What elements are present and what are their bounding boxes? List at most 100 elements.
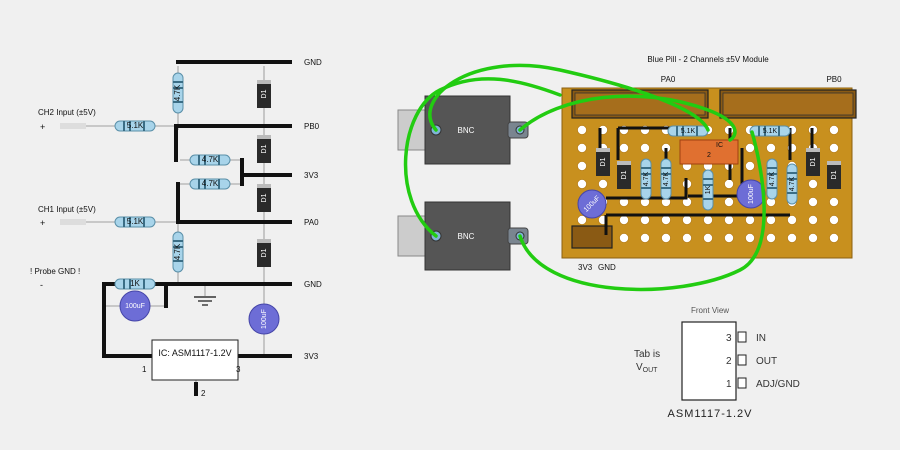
board-r4k7-d-label: 4.7K xyxy=(789,176,796,191)
board-hole xyxy=(682,233,692,243)
board-ic-pin: 2 xyxy=(707,152,711,159)
board-hole xyxy=(577,161,587,171)
board-hole xyxy=(724,215,734,225)
rail-label-3v3-bottom: 3V3 xyxy=(304,352,319,361)
board-hole xyxy=(724,197,734,207)
board-hole xyxy=(745,233,755,243)
jumper-wire-3 xyxy=(403,77,562,238)
pin-3-number: 3 xyxy=(726,333,732,344)
label-cap-2: 100uF xyxy=(261,309,268,329)
label-r5k1-ch1: 5.1K xyxy=(127,217,144,226)
label-d1-d: D1 xyxy=(261,248,268,257)
board-d1-c: D1 xyxy=(810,157,817,166)
board-r1k-label: 1K xyxy=(705,185,712,194)
rail-label-pa0: PA0 xyxy=(304,218,319,227)
power-header xyxy=(571,225,613,249)
board-hole xyxy=(598,179,608,189)
tab-note-line2: VOUT xyxy=(636,362,658,374)
ch2-input-label: CH2 Input (±5V) xyxy=(38,108,96,117)
ch1-input-label: CH1 Input (±5V) xyxy=(38,205,96,214)
board-hole xyxy=(766,233,776,243)
pin-2-name: OUT xyxy=(756,356,777,367)
board-hole xyxy=(808,233,818,243)
bnc-bottom-label: BNC xyxy=(458,232,475,241)
board-hole xyxy=(829,143,839,153)
power-gnd-label: GND xyxy=(598,263,616,272)
board-hole xyxy=(619,143,629,153)
board-hole xyxy=(766,215,776,225)
label-cap-1: 100uF xyxy=(125,303,145,310)
board-d1-d: D1 xyxy=(831,170,838,179)
package-body xyxy=(681,321,737,401)
ic-pin-1: 1 xyxy=(142,365,147,374)
board-hole xyxy=(682,215,692,225)
ic-pin-2: 2 xyxy=(201,389,206,398)
board-r5k1-a-label: 5.1K xyxy=(681,128,696,135)
board-r5k1-b-label: 5.1K xyxy=(763,128,778,135)
board-hole xyxy=(724,179,734,189)
pin-1-number: 1 xyxy=(726,379,732,390)
board-hole xyxy=(703,233,713,243)
label-r1k: 1K xyxy=(130,279,140,288)
board-hole xyxy=(661,215,671,225)
board-d1-b: D1 xyxy=(621,170,628,179)
board-hole xyxy=(787,233,797,243)
board-hole xyxy=(787,215,797,225)
board-hole xyxy=(829,125,839,135)
board-hole xyxy=(808,215,818,225)
bnc-connector-top: BNC xyxy=(397,95,529,165)
stripboard-layout: Blue Pill - 2 Channels ±5V Module PA0 PB… xyxy=(397,55,857,292)
ch1-plus: + xyxy=(40,218,45,228)
capacitor-2 xyxy=(248,303,280,335)
board-d1-a: D1 xyxy=(600,157,607,166)
board-hole xyxy=(577,143,587,153)
board-r4k7-b-label: 4.7K xyxy=(663,171,670,186)
board-ic xyxy=(679,139,739,165)
board-hole xyxy=(640,143,650,153)
power-3v3-label: 3V3 xyxy=(578,263,593,272)
board-hole xyxy=(703,215,713,225)
label-r4k7-bottom: 4.7K xyxy=(173,243,182,260)
board-hole xyxy=(619,215,629,225)
label-d1-a: D1 xyxy=(261,89,268,98)
regulator-ic xyxy=(151,339,239,381)
header-right-label: PB0 xyxy=(826,75,842,84)
board-hole xyxy=(619,233,629,243)
board-hole xyxy=(661,233,671,243)
board-hole xyxy=(829,215,839,225)
tab-note-line1: Tab is xyxy=(634,349,660,360)
ground-icon xyxy=(194,296,216,306)
label-d1-c: D1 xyxy=(261,193,268,202)
board-hole xyxy=(829,233,839,243)
board-hole xyxy=(829,197,839,207)
ic-pin-3: 3 xyxy=(236,365,241,374)
rail-label-3v3-top: 3V3 xyxy=(304,171,319,180)
board-hole xyxy=(745,215,755,225)
jumper-wire-2 xyxy=(518,94,737,142)
board-capacitor-1 xyxy=(577,189,607,219)
board-hole xyxy=(766,143,776,153)
pin-3-name: IN xyxy=(756,333,766,344)
board-hole xyxy=(724,233,734,243)
bnc-top-label: BNC xyxy=(458,126,475,135)
label-d1-b: D1 xyxy=(261,144,268,153)
rail-label-gnd-bottom: GND xyxy=(304,280,322,289)
rail-label-gnd-top: GND xyxy=(304,58,322,67)
board-hole xyxy=(577,179,587,189)
board-hole xyxy=(808,197,818,207)
capacitor-1 xyxy=(119,290,151,322)
label-r4k7-mid: 4.7K xyxy=(202,155,219,164)
jumper-wire-1 xyxy=(428,63,710,132)
label-r4k7-top: 4.7K xyxy=(173,84,182,101)
probe-minus: - xyxy=(40,280,43,290)
header-left-label: PA0 xyxy=(661,75,676,84)
board-ic-label: IC xyxy=(716,142,723,149)
label-r5k1-ch2: 5.1K xyxy=(127,121,144,130)
package-pinout: Front View 3 2 1 IN OUT ADJ/GND Tab is V… xyxy=(634,306,800,420)
board-hole xyxy=(640,233,650,243)
ic-label: IC: ASM1117-1.2V xyxy=(158,348,231,358)
board-r4k7-a-label: 4.7K xyxy=(643,171,650,186)
board-hole xyxy=(745,161,755,171)
board-title: Blue Pill - 2 Channels ±5V Module xyxy=(647,55,769,64)
